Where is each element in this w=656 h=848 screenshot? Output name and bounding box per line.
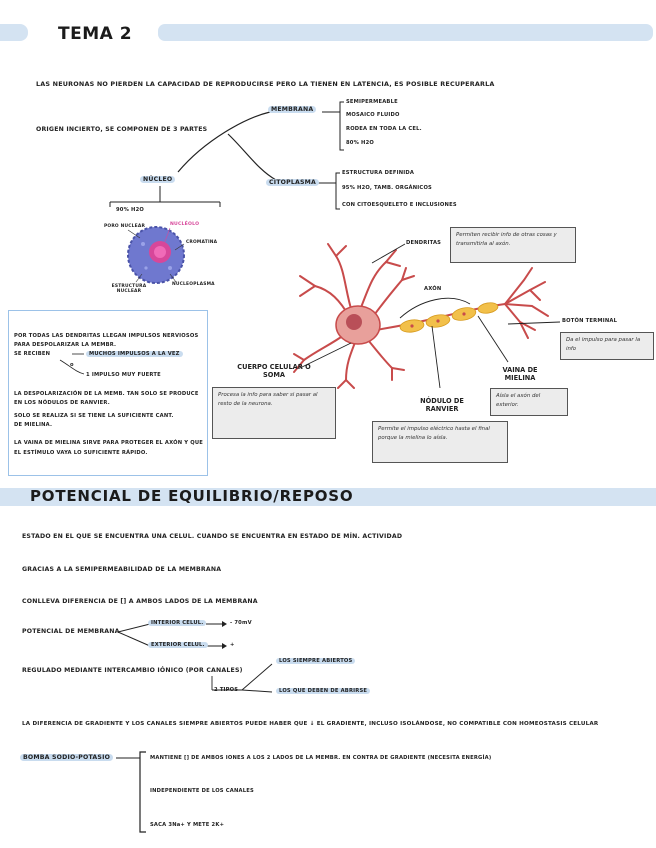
citoplasma-item: 95% H2O, TAMB. ORGÁNICOS — [342, 185, 432, 191]
tipos-label: 2 TIPOS — [214, 687, 239, 693]
exterior-label: EXTERIOR CELUL. — [148, 642, 208, 648]
boton-note: Da el impulso para pasar la info — [560, 332, 654, 360]
poro-label: PORO NUCLEAR — [104, 224, 146, 229]
note-line: PARA DESPOLARIZAR LA MEMBR. — [14, 342, 117, 348]
estructura-label: ESTRUCTURA NUCLEAR — [111, 284, 147, 294]
s2-line: CONLLEVA DIFERENCIA DE [] A AMBOS LADOS … — [22, 598, 258, 605]
dendritas-note: Permiten recibir info de otras cosas y t… — [450, 227, 576, 263]
vaina-label: VAINA DE MIELINA — [502, 366, 538, 382]
intro-text: LAS NEURONAS NO PIERDEN LA CAPACIDAD DE … — [36, 80, 495, 88]
interior-label: INTERIOR CELUL. — [148, 620, 207, 626]
citoplasma-item: CON CITOESQUELETO E INCLUSIONES — [342, 202, 457, 208]
membrana-item: SEMIPERMEABLE — [346, 99, 398, 105]
bomba-item: INDEPENDIENTE DE LOS CANALES — [150, 788, 254, 794]
nucleoplasma-label: NUCLEOPLASMA — [172, 282, 215, 287]
potencial-label: POTENCIAL DE MEMBRANA — [22, 628, 120, 635]
s2-line: ESTADO EN EL QUE SE ENCUENTRA UNA CELUL.… — [22, 533, 403, 540]
note-or: o — [70, 362, 74, 368]
s2-line: GRACIAS A LA SEMIPERMEABILIDAD DE LA MEM… — [22, 566, 222, 573]
axon-label: AXÓN — [424, 286, 442, 292]
header-bar-left — [0, 24, 28, 41]
bomba-label: BOMBA SODIO-POTASIO — [20, 754, 114, 761]
section2-bar — [0, 488, 656, 506]
membrana-item: RODEA EN TODA LA CEL. — [346, 126, 422, 132]
membrana-item: 80% H2O — [346, 140, 374, 146]
vaina-note: Aísla el axón del exterior. — [490, 388, 568, 416]
boton-label: BOTÓN TERMINAL — [562, 318, 618, 324]
membrana-item: MOSAICO FLUIDO — [346, 112, 400, 118]
cuerpo-note: Procesa la info para saber si pasar al r… — [212, 387, 336, 439]
note-line: 1 IMPULSO MUY FUERTE — [86, 372, 161, 378]
tipo-2: LOS QUE DEBEN DE ABRIRSE — [276, 688, 371, 694]
origin-text: ORIGEN INCIERTO, SE COMPONEN DE 3 PARTES — [36, 126, 208, 133]
membrana-label: MEMBRANA — [268, 106, 317, 113]
citoplasma-label: CITOPLASMA — [266, 179, 319, 186]
nodulo-label: NÓDULO DE RANVIER — [420, 397, 464, 413]
nucleo-pct: 90% H2O — [116, 207, 144, 213]
dendritas-label: DENDRITAS — [406, 240, 442, 246]
note-line: LA VAINA DE MIELINA SIRVE PARA PROTEGER … — [14, 440, 204, 446]
nodulo-note: Permite el impulso eléctrico hasta el fi… — [372, 421, 508, 463]
diferencia-text: LA DIFERENCIA DE GRADIENTE Y LOS CANALES… — [22, 721, 599, 727]
note-line: LA DESPOLARIZACIÓN DE LA MEMB. TAN SOLO … — [14, 391, 199, 397]
note-line: SOLO SE REALIZA SI SE TIENE LA SUFICIENT… — [14, 413, 174, 419]
note-line: EL ESTÍMULO VAYA LO SUFICIENTE RÁPIDO. — [14, 450, 148, 456]
nucleo-label: NÚCLEO — [140, 176, 176, 183]
cromatina-label: CROMATINA — [186, 240, 218, 245]
cuerpo-label: CUERPO CELULAR O SOMA — [237, 363, 311, 379]
header-bar-right — [158, 24, 653, 41]
note-box — [8, 310, 208, 476]
tipo-1: LOS SIEMPRE ABIERTOS — [276, 658, 356, 664]
citoplasma-item: ESTRUCTURA DEFINIDA — [342, 170, 415, 176]
note-line: MUCHOS IMPULSOS A LA VEZ — [86, 351, 183, 357]
note-line: SE RECIBEN — [14, 351, 51, 357]
exterior-value: + — [230, 642, 235, 648]
note-line: POR TODAS LAS DENDRITAS LLEGAN IMPULSOS … — [14, 333, 199, 339]
nucleolo-label: NUCLÉOLO — [170, 222, 200, 227]
page-title: TEMA 2 — [58, 24, 133, 44]
note-line: DE MIELINA. — [14, 422, 53, 428]
interior-value: - 70mV — [230, 620, 252, 626]
bomba-item: MANTIENE [] DE AMBOS IONES A LOS 2 LADOS… — [150, 755, 492, 761]
bomba-item: SACA 3Na+ Y METE 2K+ — [150, 822, 225, 828]
section2-title: POTENCIAL DE EQUILIBRIO/REPOSO — [30, 487, 354, 505]
note-line: EN LOS NÓDULOS DE RANVIER. — [14, 400, 110, 406]
regulado-label: REGULADO MEDIANTE INTERCAMBIO IÓNICO (PO… — [22, 667, 243, 674]
